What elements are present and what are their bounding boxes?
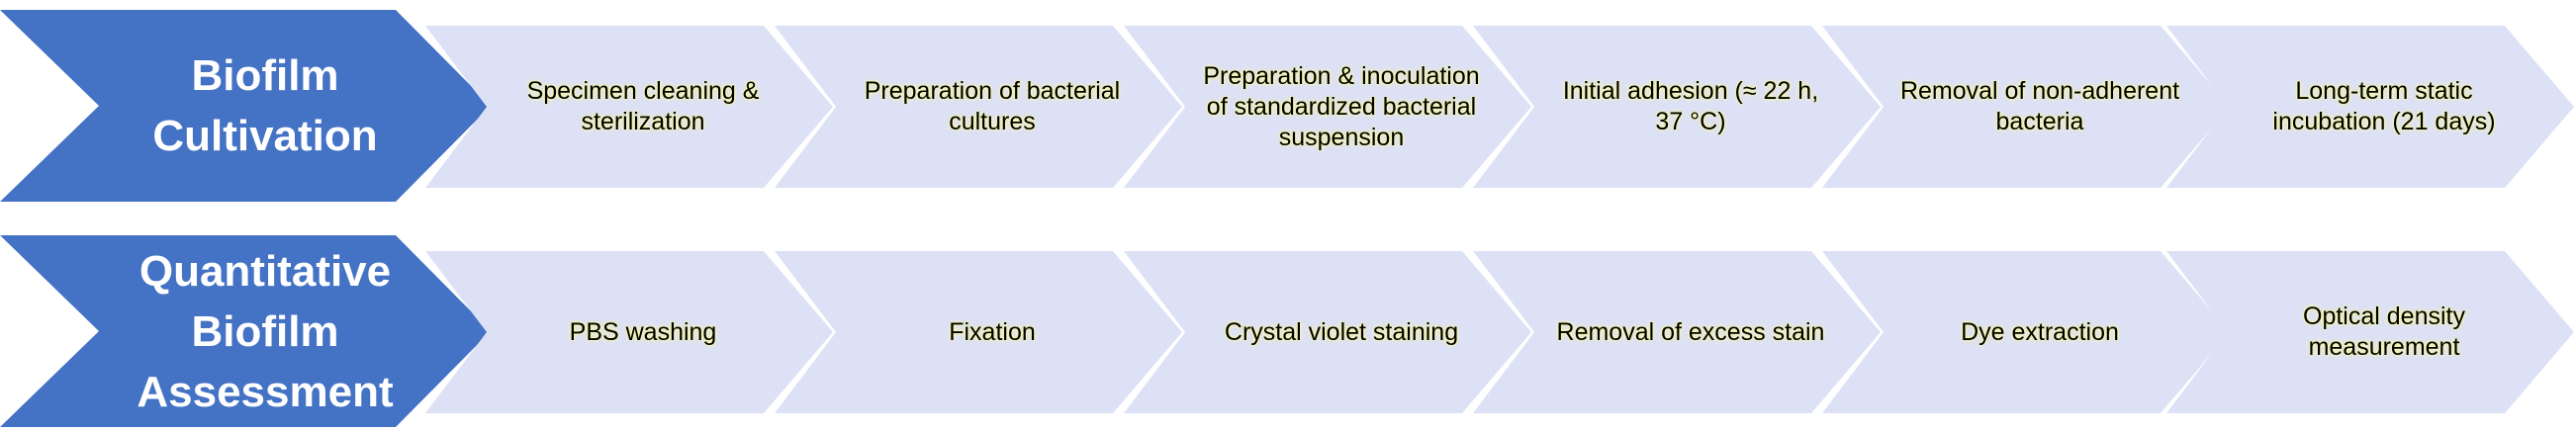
- assessment-step-6: Optical density measurement: [2166, 251, 2574, 413]
- assessment-row: Quantitative Biofilm Assessment PBS wash…: [0, 235, 2576, 427]
- assessment-step-3: Crystal violet staining: [1124, 251, 1531, 413]
- assessment-step-1: PBS washing: [425, 251, 833, 413]
- cultivation-step-6: Long-term static incubation (21 days): [2166, 26, 2574, 188]
- cultivation-header-label: Biofilm Cultivation: [152, 51, 378, 160]
- cultivation-step-6-label: Long-term static incubation (21 days): [2272, 77, 2496, 135]
- cultivation-header-chevron: Biofilm Cultivation: [0, 10, 491, 202]
- assessment-step-3-label: Crystal violet staining: [1224, 317, 1459, 346]
- cultivation-row: Biofilm Cultivation Specimen cleaning & …: [0, 10, 2576, 202]
- cultivation-step-5: Removal of non-adherent bacteria: [1822, 26, 2230, 188]
- cultivation-step-4: Initial adhesion (≈ 22 h, 37 °C): [1473, 26, 1881, 188]
- cultivation-step-4-label: Initial adhesion (≈ 22 h, 37 °C): [1562, 77, 1819, 135]
- cultivation-step-3: Preparation & inoculation of standardize…: [1124, 26, 1531, 188]
- assessment-step-5: Dye extraction: [1822, 251, 2230, 413]
- cultivation-step-3-label: Preparation & inoculation of standardize…: [1203, 61, 1480, 151]
- assessment-step-2: Fixation: [775, 251, 1182, 413]
- cultivation-step-2: Preparation of bacterial cultures: [775, 26, 1182, 188]
- assessment-step-1-label: PBS washing: [569, 317, 717, 346]
- assessment-step-4: Removal of excess stain: [1473, 251, 1881, 413]
- cultivation-step-5-label: Removal of non-adherent bacteria: [1899, 77, 2180, 135]
- cultivation-step-1: Specimen cleaning & sterilization: [425, 26, 833, 188]
- assessment-step-6-label: Optical density measurement: [2303, 303, 2465, 361]
- cultivation-step-2-label: Preparation of bacterial cultures: [864, 77, 1121, 135]
- assessment-header-label: Quantitative Biofilm Assessment: [137, 246, 394, 416]
- assessment-step-4-label: Removal of excess stain: [1556, 317, 1825, 346]
- cultivation-step-1-label: Specimen cleaning & sterilization: [526, 77, 760, 135]
- assessment-step-5-label: Dye extraction: [1961, 317, 2119, 346]
- assessment-header-chevron: Quantitative Biofilm Assessment: [0, 235, 491, 427]
- assessment-step-2-label: Fixation: [949, 317, 1036, 346]
